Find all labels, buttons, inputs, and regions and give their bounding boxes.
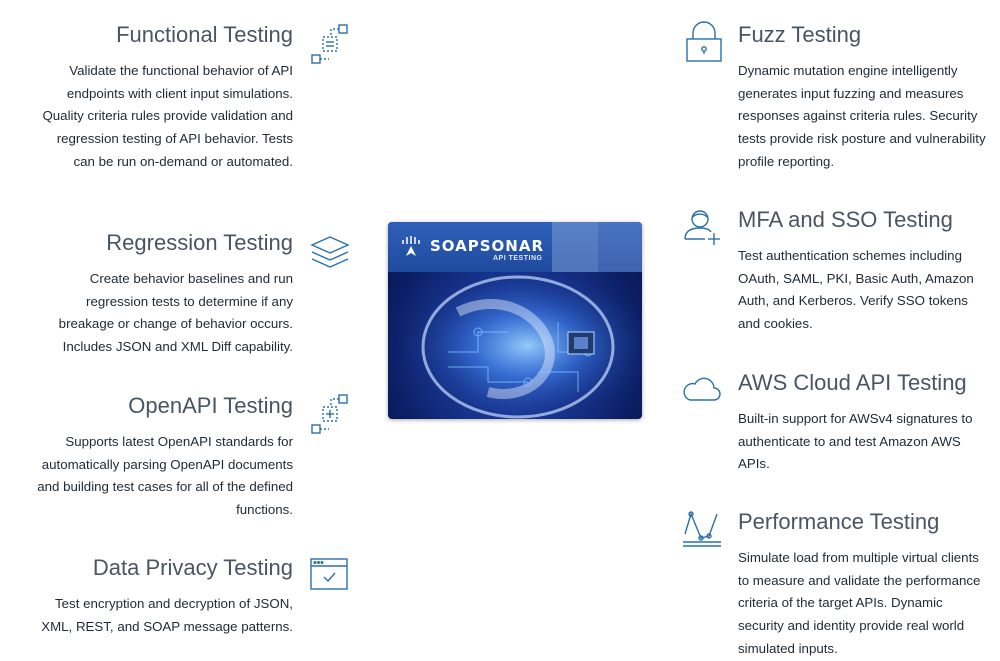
add-user-icon <box>681 207 723 249</box>
feature-description: Supports latest OpenAPI standards for au… <box>37 434 293 518</box>
feature-regression-testing: Regression Testing Create behavior basel… <box>33 230 293 359</box>
line-chart-icon <box>681 508 723 550</box>
feature-aws-cloud-api-testing: AWS Cloud API Testing Built-in support f… <box>738 370 988 476</box>
feature-description: Simulate load from multiple virtual clie… <box>738 550 981 656</box>
feature-fuzz-testing: Fuzz Testing Dynamic mutation engine int… <box>738 22 988 174</box>
product-brand: SOAPSONAR <box>430 237 545 255</box>
feature-description: Built-in support for AWSv4 signatures to… <box>738 411 973 472</box>
feature-title: AWS Cloud API Testing <box>738 370 967 395</box>
feature-description: Test authentication schemes including OA… <box>738 248 974 332</box>
functional-flow-icon <box>309 23 351 65</box>
cloud-icon <box>681 372 721 406</box>
feature-performance-testing: Performance Testing Simulate load from m… <box>738 509 988 661</box>
feature-title: MFA and SSO Testing <box>738 207 953 232</box>
feature-data-privacy-testing: Data Privacy Testing Test encryption and… <box>33 555 293 638</box>
feature-title: Regression Testing <box>106 230 293 255</box>
feature-mfa-sso-testing: MFA and SSO Testing Test authentication … <box>738 207 988 336</box>
circuit-art <box>388 272 642 419</box>
openapi-flow-icon <box>309 393 351 435</box>
soapsonar-product-box: SOAPSONAR API TESTING <box>388 222 642 419</box>
feature-title: OpenAPI Testing <box>128 393 293 418</box>
feature-title: Performance Testing <box>738 509 940 534</box>
soapsonar-logo-icon <box>402 236 420 256</box>
product-banner: SOAPSONAR API TESTING <box>388 222 642 272</box>
layers-icon <box>309 232 351 274</box>
feature-description: Dynamic mutation engine intelligently ge… <box>738 63 986 169</box>
feature-description: Create behavior baselines and run regres… <box>58 271 293 355</box>
feature-description: Test encryption and decryption of JSON, … <box>41 596 293 634</box>
feature-functional-testing: Functional Testing Validate the function… <box>33 22 293 174</box>
browser-check-icon <box>309 556 349 592</box>
feature-openapi-testing: OpenAPI Testing Supports latest OpenAPI … <box>33 393 293 522</box>
lock-icon <box>683 21 725 63</box>
feature-title: Data Privacy Testing <box>92 555 293 580</box>
feature-description: Validate the functional behavior of API … <box>42 63 293 169</box>
feature-title: Functional Testing <box>116 22 293 47</box>
product-subtitle: API TESTING <box>493 255 543 262</box>
feature-title: Fuzz Testing <box>738 22 862 47</box>
